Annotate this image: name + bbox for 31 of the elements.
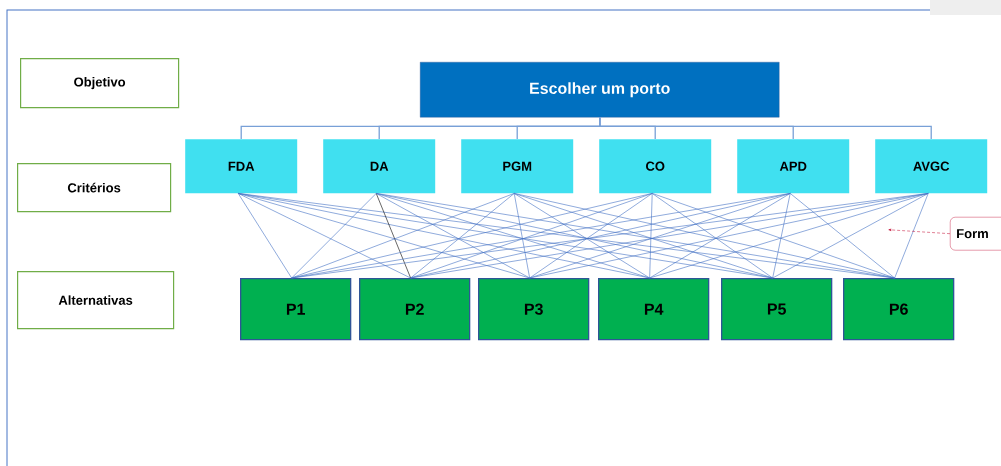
connector-line	[237, 193, 411, 279]
alternative-box: P1	[240, 278, 352, 341]
connector-line	[772, 193, 791, 279]
criterion-box: CO	[599, 139, 712, 194]
connector-line	[789, 193, 895, 279]
connector-line	[513, 193, 530, 279]
criterion-box: APD	[737, 139, 850, 194]
alternative-box: P3	[478, 278, 590, 341]
goal-box: Escolher um porto	[420, 62, 780, 118]
alternative-box: P5	[721, 278, 833, 341]
connector-line	[237, 193, 292, 279]
connector-line	[375, 193, 411, 279]
connector-line	[649, 193, 653, 279]
connector-line	[894, 193, 929, 279]
connector-line	[291, 193, 515, 279]
connector-line	[410, 193, 515, 279]
note-box: Form	[950, 217, 1001, 251]
alternative-box: P6	[843, 278, 955, 341]
label-box: Critérios	[17, 163, 172, 213]
label-box: Objetivo	[20, 58, 180, 109]
arrow	[888, 228, 951, 234]
connector-line	[772, 193, 929, 279]
criterion-box: AVGC	[875, 139, 988, 194]
alternative-box: P2	[359, 278, 471, 341]
connector-line	[291, 193, 377, 279]
criterion-box: PGM	[461, 139, 574, 194]
alternative-box: P4	[598, 278, 710, 341]
criterion-box: FDA	[185, 139, 298, 194]
label-box: Alternativas	[17, 271, 175, 330]
criterion-box: DA	[323, 139, 436, 194]
connector-line	[375, 193, 530, 279]
